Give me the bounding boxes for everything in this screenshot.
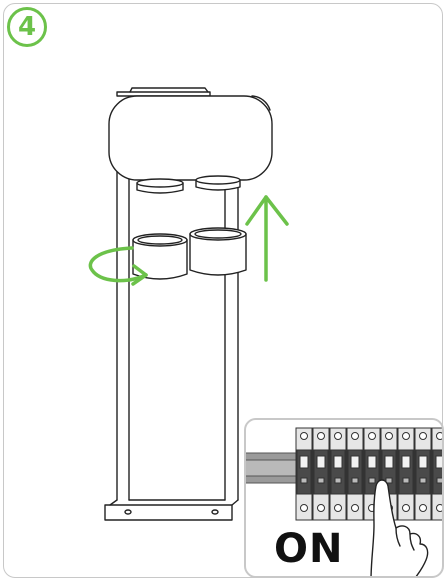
rotate-arrow-icon (88, 246, 148, 286)
step-frame (3, 3, 443, 578)
hand-pointer-icon (370, 479, 429, 576)
step-badge: 4 (7, 7, 47, 47)
breaker-module (295, 427, 313, 521)
left-lens (132, 233, 188, 280)
breaker-module (346, 427, 364, 521)
breaker-inset: ON (244, 418, 444, 578)
breaker-row (295, 427, 442, 521)
base-plate (104, 499, 239, 521)
breaker-module (414, 427, 432, 521)
breaker-module (329, 427, 347, 521)
breaker-module (431, 427, 442, 521)
circuit-breaker-panel (246, 427, 442, 576)
step-number: 4 (17, 12, 37, 42)
lamp-head (108, 87, 273, 181)
breaker-module (312, 427, 330, 521)
breaker-module (397, 427, 415, 521)
up-arrow-icon (245, 195, 289, 282)
on-label: ON (274, 526, 344, 572)
lens-sockets (136, 175, 241, 194)
right-lens (189, 227, 247, 276)
